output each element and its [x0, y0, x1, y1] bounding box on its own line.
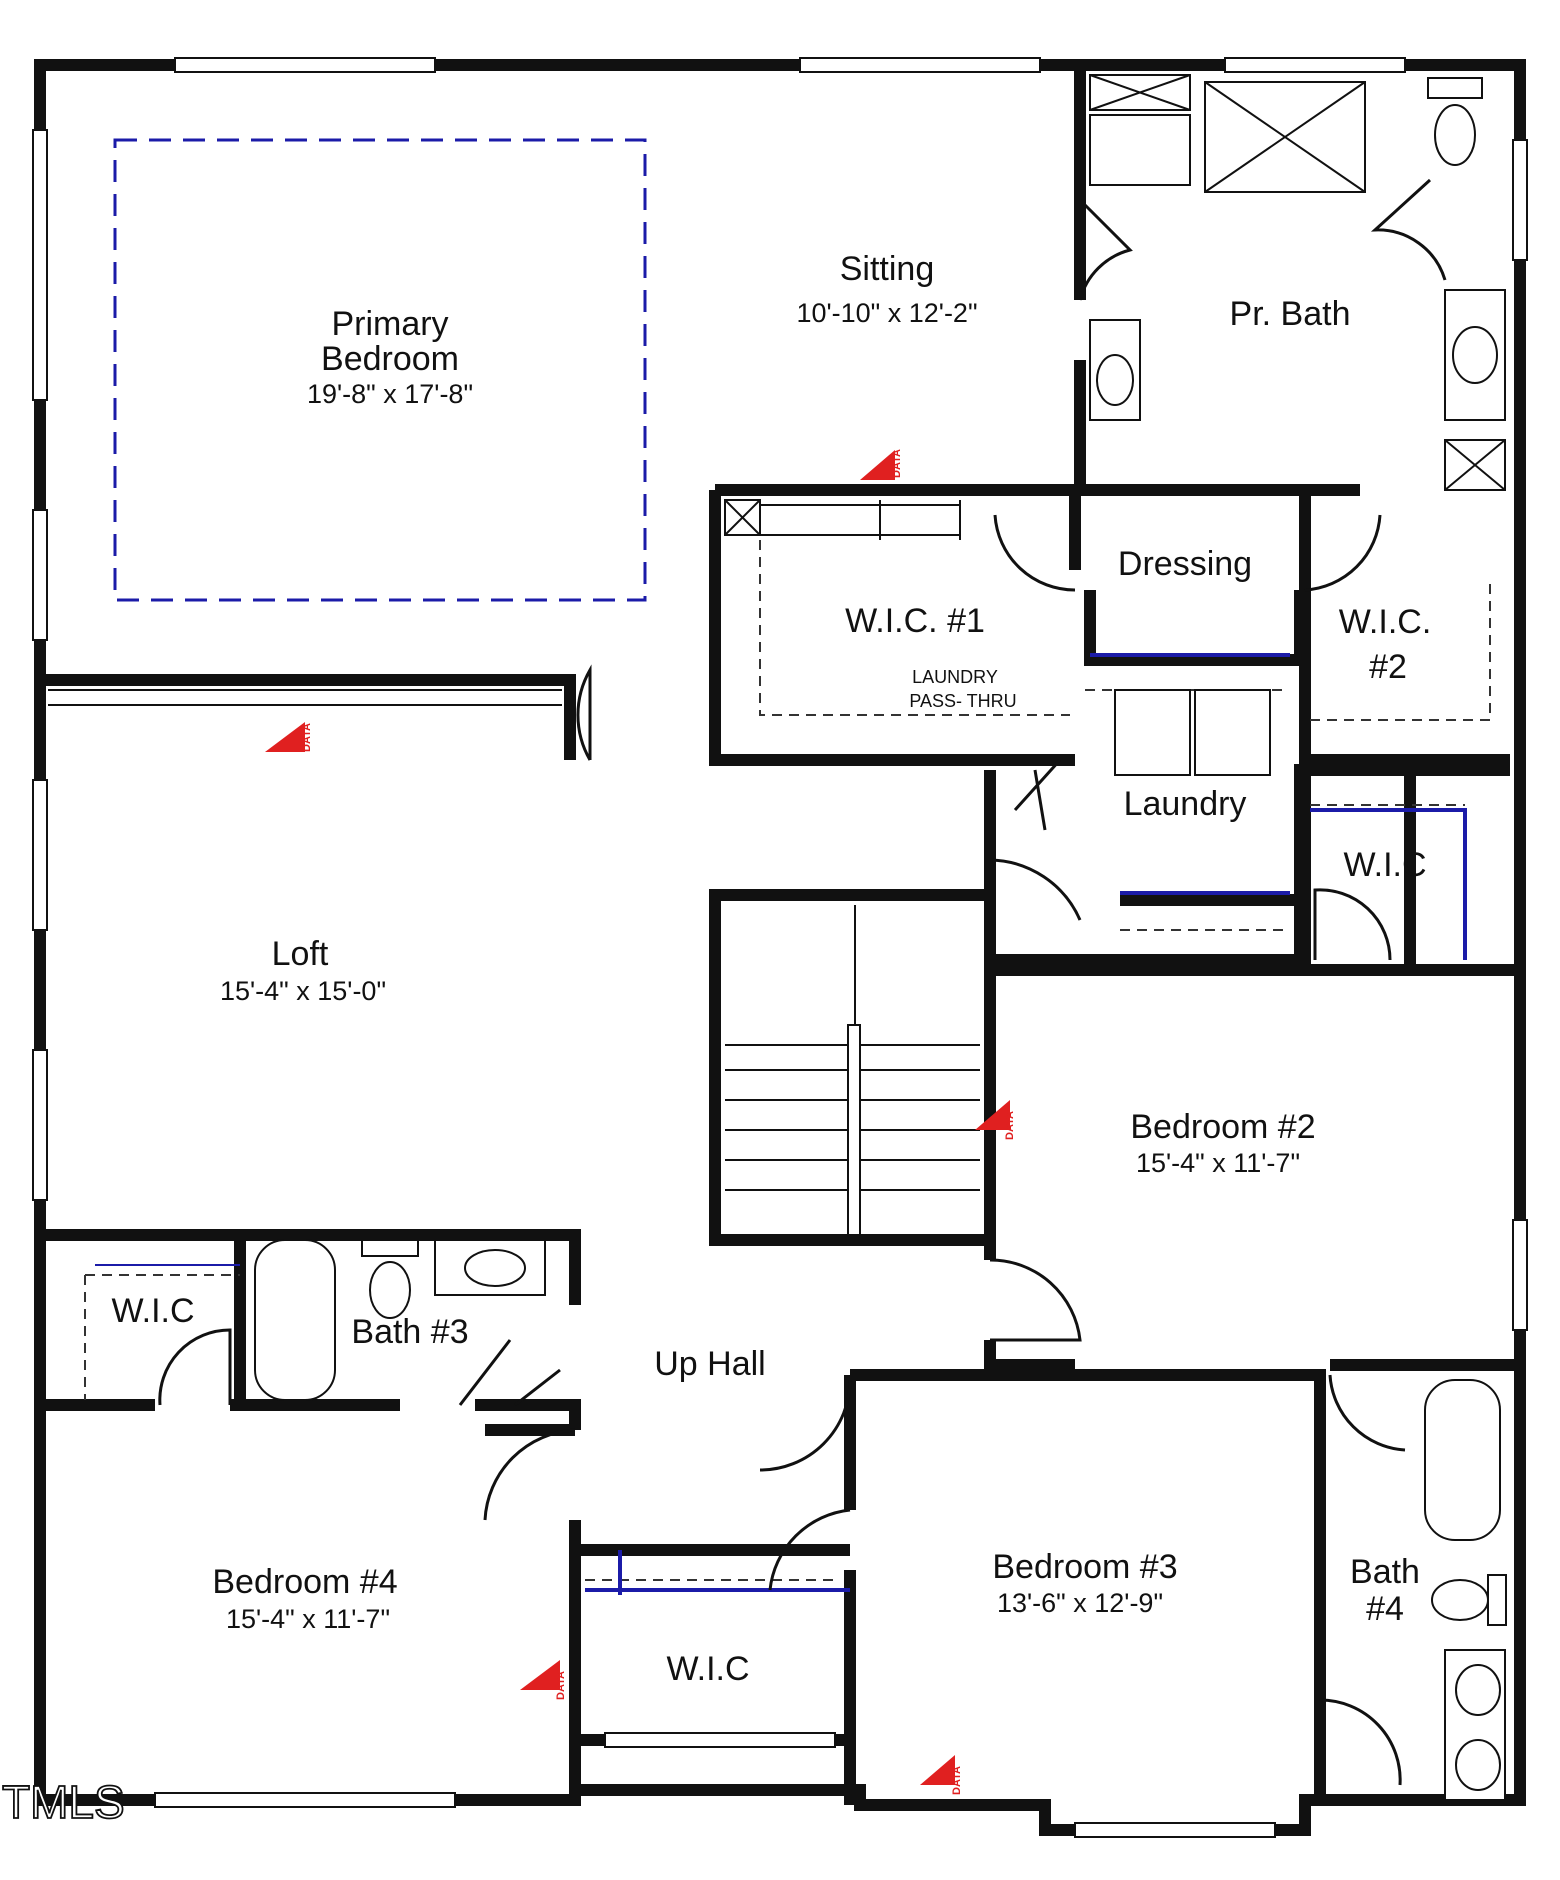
- bath3-label: Bath #3: [351, 1313, 468, 1351]
- wall-wic-bed3: [575, 1544, 850, 1746]
- svg-text:DATA: DATA: [555, 1671, 567, 1700]
- svg-text:DATA: DATA: [1004, 1111, 1016, 1140]
- wic-bed2-label: W.I.C: [1343, 846, 1426, 884]
- primary-bath-label: Pr. Bath: [1230, 295, 1351, 333]
- bedroom3-dims: 13'-6" x 12'-9": [997, 1588, 1163, 1618]
- toilet: [1434, 104, 1476, 166]
- primary-bedroom-label-line1: Primary: [331, 305, 448, 343]
- bedroom2-dims: 15'-4" x 11'-7": [1136, 1148, 1300, 1178]
- sitting-label: Sitting: [840, 250, 935, 288]
- primary-bedroom-ceiling-outline: [113, 138, 647, 602]
- room-labels: Primary Bedroom 19'-8" x 17'-8" Sitting …: [111, 250, 1431, 1688]
- bedroom4-dims: 15'-4" x 11'-7": [226, 1604, 390, 1634]
- wall-wic1: [709, 484, 1360, 766]
- wic-bed4-label: W.I.C: [111, 1292, 194, 1330]
- svg-text:DATA: DATA: [891, 449, 903, 478]
- wall-bath3: [40, 1229, 581, 1430]
- wall-bedroom3: [844, 1369, 1326, 1805]
- wall-dressing: [1084, 590, 1306, 666]
- svg-text:DATA: DATA: [301, 723, 313, 752]
- primary-bedroom-dims: 19'-8" x 17'-8": [307, 379, 473, 409]
- wic2-label-line1: W.I.C.: [1339, 603, 1432, 641]
- data-marker-bedroom4: DATA: [520, 1660, 567, 1700]
- data-marker-stairs: DATA: [975, 1100, 1016, 1140]
- bedroom3-label: Bedroom #3: [992, 1548, 1177, 1586]
- wic-bed3-label: W.I.C: [666, 1650, 749, 1688]
- toilet-bath4: [1431, 1579, 1489, 1621]
- wic1-label: W.I.C. #1: [845, 602, 985, 640]
- bathtub-bath4: [1424, 1379, 1501, 1541]
- laundry-note-line1: LAUNDRY: [912, 667, 998, 687]
- overlay-lines: [84, 138, 1491, 1595]
- staircase: [725, 905, 980, 1236]
- bath4-label-line2: #4: [1366, 1590, 1404, 1628]
- toilet-bath3: [369, 1261, 411, 1319]
- wall-bedroom2: [984, 964, 1520, 1371]
- bathtub-bath3: [254, 1239, 336, 1401]
- up-hall-label: Up Hall: [654, 1345, 765, 1383]
- data-marker-sitting: DATA: [860, 449, 903, 480]
- loft-dims: 15'-4" x 15'-0": [220, 976, 386, 1006]
- svg-text:DATA: DATA: [951, 1766, 963, 1795]
- wall-primary-loft: [40, 674, 576, 760]
- primary-bedroom-label-line2: Bedroom: [321, 340, 459, 378]
- wall-bedroom4: [485, 1424, 581, 1800]
- laundry-label: Laundry: [1124, 785, 1247, 823]
- laundry-note-line2: PASS- THRU: [909, 691, 1016, 711]
- bedroom2-label: Bedroom #2: [1130, 1108, 1315, 1146]
- windows: [32, 57, 1528, 1838]
- sitting-dims: 10'-10" x 12'-2": [796, 298, 977, 328]
- loft-label: Loft: [272, 935, 329, 973]
- bath4-label-line1: Bath: [1350, 1553, 1420, 1591]
- watermark-logo: TMLS: [2, 1776, 125, 1828]
- wic2-label-line2: #2: [1369, 648, 1407, 686]
- wall-laundry: [984, 764, 1510, 966]
- data-markers: DATA DATA DATA DATA DATA: [265, 449, 1016, 1795]
- dressing-label: Dressing: [1118, 545, 1252, 583]
- data-marker-bedroom3: DATA: [920, 1755, 963, 1795]
- data-marker-loft: DATA: [265, 722, 313, 752]
- sink: [1096, 354, 1134, 406]
- door-swings: [158, 178, 1447, 1786]
- fixtures: [254, 74, 1507, 1801]
- bedroom4-label: Bedroom #4: [212, 1563, 397, 1601]
